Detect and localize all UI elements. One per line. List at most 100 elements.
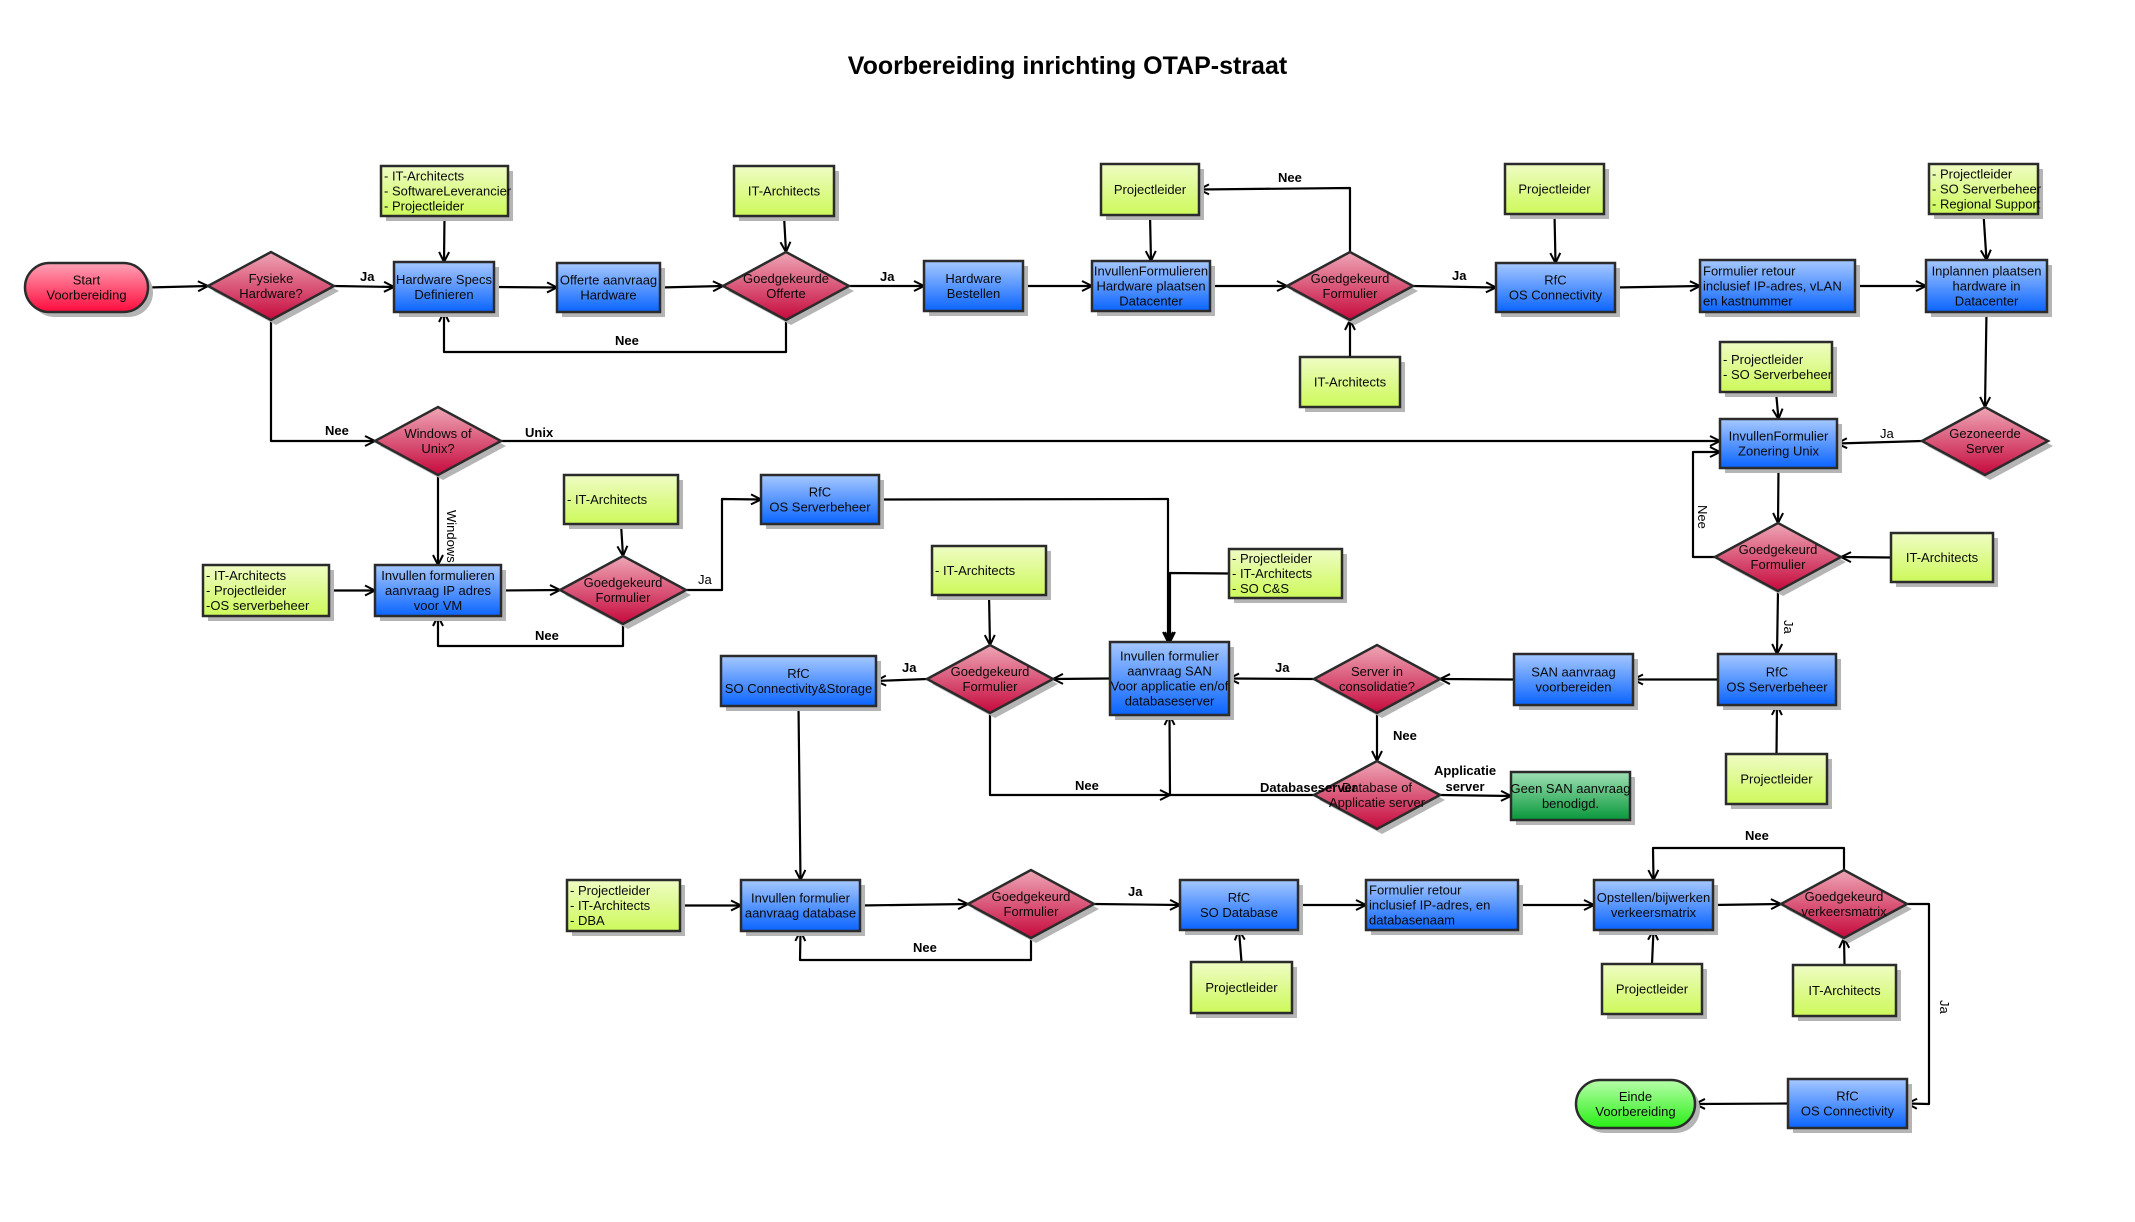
edge-label: Ja [880, 269, 895, 284]
node-shape [1698, 258, 1857, 314]
role-box-role_invhw[interactable]: Projectleider [1099, 162, 1204, 220]
role-box-role_goedform1[interactable]: IT-Architects [1298, 355, 1405, 412]
role-box-role_goedvm[interactable]: IT-Architects [1791, 963, 1901, 1021]
node-shape [759, 473, 881, 526]
node-shape [1108, 640, 1231, 717]
role-box-role_rfcossrv2[interactable]: Projectleider [1724, 752, 1832, 809]
diagram-title: Voorbereiding inrichting OTAP-straat [847, 52, 1288, 80]
node-shape [1592, 878, 1715, 932]
edge-fysieke-to-hwspecs [333, 286, 394, 287]
role-box-role_invdb[interactable]: - Projectleider- IT-Architects- DBA [565, 878, 685, 936]
edge-hwspecs-to-offerte [493, 287, 557, 288]
edge-invdb-to-goedform5 [859, 904, 968, 906]
node-shape [1574, 1078, 1697, 1130]
node-label: IT-Architects [748, 184, 821, 199]
node-shape [1311, 643, 1443, 715]
role-box-role_invip[interactable]: - IT-Architects- Projectleider-OS server… [201, 563, 334, 621]
role-box-role_rfcsodb[interactable]: Projectleider [1189, 960, 1297, 1018]
node-label: Projectleider [1740, 772, 1813, 787]
node-shape [1718, 417, 1839, 470]
edge-inplannen-to-gezoneerd [1985, 311, 1987, 407]
node-shape [379, 164, 510, 218]
edge-label: Nee [1075, 778, 1099, 793]
role-box-role_inplannen[interactable]: - Projectleider- SO Serverbeheer- Region… [1927, 162, 2043, 219]
node-shape [924, 643, 1056, 715]
edge-role_invhw-to-invhw [1150, 214, 1151, 261]
edge-role_goedform4-to-goedform4 [621, 523, 623, 556]
edge-label: Ja [1880, 426, 1895, 441]
node-shape [732, 164, 836, 218]
edge-role_inplannen-to-inplannen [1984, 213, 1987, 260]
role-box-role_goedoff[interactable]: IT-Architects [732, 164, 839, 221]
edge-label: Ja [698, 572, 713, 587]
role-box-role_invsan[interactable]: - Projectleider- IT-Architects- SO C&S [1227, 547, 1347, 603]
edge-rfcosconn2-to-end [1695, 1104, 1789, 1105]
node-shape [1724, 752, 1829, 806]
node-shape [930, 544, 1048, 597]
node-label: - IT-Architects- SoftwareLeverancier- Pr… [384, 169, 512, 214]
role-box-role_zonering[interactable]: - Projectleider- SO Serverbeheer [1718, 340, 1837, 397]
node-shape [373, 563, 503, 618]
role-box-role_hwspecs[interactable]: - IT-Architects- SoftwareLeverancier- Pr… [379, 164, 513, 221]
role-box-role_goedform4[interactable]: - IT-Architects [562, 473, 683, 529]
role-box-role_goedform3[interactable]: - IT-Architects [930, 544, 1051, 600]
role-box-role_rfcosconn1[interactable]: Projectleider [1503, 162, 1609, 219]
edge-consol-to-invsan [1229, 679, 1315, 680]
node-shape [1298, 355, 1402, 409]
edge-rfcosconn1-to-formretour1 [1614, 286, 1700, 288]
edge-label: Unix [525, 425, 554, 440]
edge-goedform2-to-zonering [1691, 452, 1720, 559]
role-box-role_goedform2[interactable]: IT-Architects [1889, 531, 1998, 587]
edge-role_rfcosconn1-to-rfcosconn1 [1555, 213, 1556, 263]
role-box-role_opstellen[interactable]: Projectleider [1600, 962, 1707, 1019]
node-shape [562, 473, 680, 526]
node-shape [1924, 258, 2049, 314]
node-shape [23, 261, 150, 314]
